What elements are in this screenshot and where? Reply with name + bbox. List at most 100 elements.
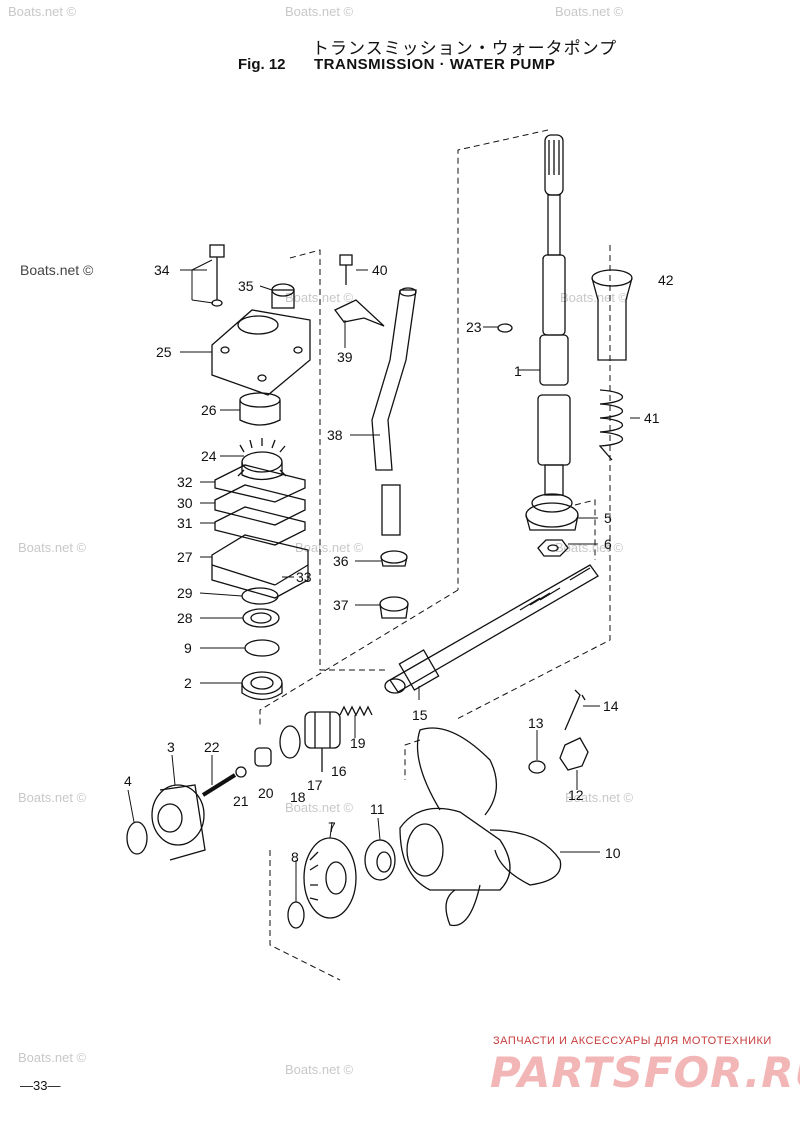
bushing bbox=[364, 839, 396, 881]
watermark: Boats.net © bbox=[285, 1062, 354, 1077]
watermark: Boats.net © bbox=[285, 4, 354, 19]
part-label: 16 bbox=[331, 763, 347, 779]
part-label: 42 bbox=[658, 272, 674, 288]
part-label: 22 bbox=[204, 739, 220, 755]
part-label: 7 bbox=[328, 819, 336, 835]
part-label: 19 bbox=[350, 735, 366, 751]
watermark: Boats.net © bbox=[555, 4, 624, 19]
part-label: 24 bbox=[201, 448, 217, 464]
part-label: 37 bbox=[333, 597, 349, 613]
ball bbox=[235, 766, 247, 778]
sleeve bbox=[591, 269, 633, 361]
forward-gear bbox=[151, 784, 206, 861]
title-japanese: トランスミッション・ウォータポンプ bbox=[312, 39, 618, 59]
part-label: 30 bbox=[177, 495, 193, 511]
plunger bbox=[254, 747, 272, 767]
part-label: 10 bbox=[605, 845, 621, 861]
part-label: 4 bbox=[124, 773, 132, 789]
shim-4 bbox=[126, 821, 148, 855]
part-label: 15 bbox=[412, 707, 428, 723]
watermark: Boats.net © bbox=[565, 790, 634, 805]
page-number: —33— bbox=[20, 1078, 61, 1093]
part-label: 8 bbox=[291, 849, 299, 865]
spring-19 bbox=[339, 705, 373, 717]
oil-seal bbox=[242, 608, 280, 628]
watermark: Boats.net © bbox=[560, 290, 629, 305]
part-label: 33 bbox=[296, 569, 312, 585]
part-label: 38 bbox=[327, 427, 343, 443]
part-label: 9 bbox=[184, 640, 192, 656]
fitting-35 bbox=[271, 283, 295, 309]
watermark: Boats.net © bbox=[18, 1050, 87, 1065]
pin-ring bbox=[279, 725, 301, 759]
part-label: 3 bbox=[167, 739, 175, 755]
woodruff-key bbox=[497, 323, 513, 333]
part-label: 20 bbox=[258, 785, 274, 801]
promo-tagline: ЗАПЧАСТИ И АКСЕССУАРЫ ДЛЯ МОТОТЕХНИКИ bbox=[493, 1035, 772, 1047]
part-label: 2 bbox=[184, 675, 192, 691]
shim-8 bbox=[287, 901, 305, 929]
part-label: 21 bbox=[233, 793, 249, 809]
watermark: Boats.net © bbox=[295, 540, 364, 555]
impeller bbox=[237, 438, 287, 481]
clip bbox=[334, 299, 385, 327]
promo-logo: PARTSFOR.RU bbox=[490, 1048, 800, 1097]
part-label: 13 bbox=[528, 715, 544, 731]
part-label: 25 bbox=[156, 344, 172, 360]
part-label: 11 bbox=[370, 801, 385, 817]
part-label: 17 bbox=[307, 777, 323, 793]
cotter-pin bbox=[564, 689, 586, 731]
part-label: 23 bbox=[466, 319, 482, 335]
part-label: 39 bbox=[337, 349, 353, 365]
plate-30 bbox=[214, 484, 306, 526]
ring bbox=[244, 639, 280, 657]
watermark: Boats.net © bbox=[8, 4, 77, 19]
part-label: 26 bbox=[201, 402, 217, 418]
propeller bbox=[399, 727, 562, 927]
part-label: 5 bbox=[604, 510, 612, 526]
part-label: 41 bbox=[644, 410, 660, 426]
gasket-31 bbox=[214, 506, 306, 546]
gasket-32 bbox=[214, 464, 306, 503]
grommet-37 bbox=[379, 596, 409, 619]
part-label: 35 bbox=[238, 278, 254, 294]
watermark: Boats.net © bbox=[18, 540, 87, 555]
part-label: 34 bbox=[154, 262, 170, 278]
propeller-nut bbox=[559, 737, 589, 771]
pinion-nut bbox=[537, 539, 569, 557]
part-label: 36 bbox=[333, 553, 349, 569]
watermark: Boats.net © bbox=[285, 800, 354, 815]
figure-number: Fig. 12 bbox=[238, 56, 286, 73]
watermark: Boats.net © bbox=[285, 290, 354, 305]
part-label: 18 bbox=[290, 789, 306, 805]
part-label: 31 bbox=[177, 515, 193, 531]
part-label: 12 bbox=[568, 787, 584, 803]
shift-rod bbox=[201, 773, 237, 797]
propeller-shaft bbox=[384, 564, 599, 694]
o-ring bbox=[241, 587, 279, 605]
page-title: TRANSMISSION · WATER PUMP bbox=[314, 56, 556, 73]
pump-base bbox=[211, 534, 309, 599]
bolt-34 bbox=[209, 244, 225, 307]
part-label: 32 bbox=[177, 474, 193, 490]
watermark-main: Boats.net © bbox=[20, 262, 94, 278]
pump-housing bbox=[211, 309, 311, 396]
washer bbox=[528, 760, 546, 774]
pump-liner bbox=[239, 392, 281, 426]
part-label: 6 bbox=[604, 536, 612, 552]
pinion-gear bbox=[525, 493, 579, 531]
water-tube bbox=[371, 287, 417, 536]
part-label: 27 bbox=[177, 549, 193, 565]
reverse-gear bbox=[303, 837, 357, 919]
grommet-36 bbox=[380, 550, 408, 567]
watermark: Boats.net © bbox=[18, 790, 87, 805]
part-label: 1 bbox=[514, 363, 522, 379]
spring bbox=[598, 389, 623, 461]
part-label: 29 bbox=[177, 585, 193, 601]
bearing bbox=[241, 671, 283, 701]
bolt-40 bbox=[339, 254, 353, 285]
clutch bbox=[304, 711, 341, 749]
part-label: 28 bbox=[177, 610, 193, 626]
part-label: 40 bbox=[372, 262, 388, 278]
